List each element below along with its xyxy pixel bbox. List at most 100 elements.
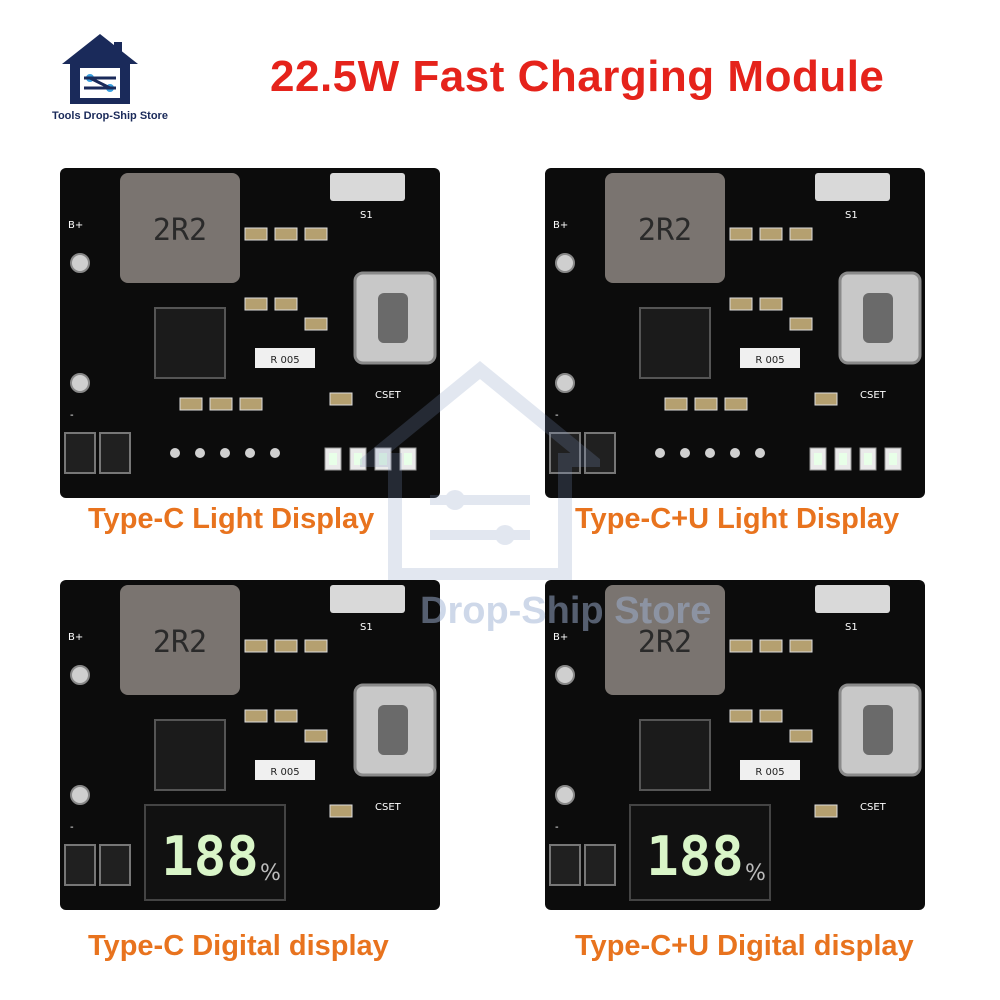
resistor-label: R 005 — [755, 355, 784, 366]
smd-component — [759, 297, 783, 311]
page-title: 22.5W Fast Charging Module — [270, 52, 885, 101]
mosfet — [64, 432, 96, 474]
watermark-logo-icon — [360, 360, 600, 580]
smd-component — [239, 397, 263, 411]
solder-pad — [220, 448, 230, 458]
mount-hole — [555, 253, 575, 273]
resistor-label: R 005 — [270, 767, 299, 778]
status-led-glow — [839, 453, 847, 465]
smd-component — [724, 397, 748, 411]
usb-c-opening — [863, 293, 893, 343]
solder-pad — [270, 448, 280, 458]
digital-display — [144, 804, 286, 901]
smd-component — [729, 639, 753, 653]
sense-resistor — [255, 348, 315, 368]
status-led-glow — [354, 453, 362, 465]
status-led-glow — [864, 453, 872, 465]
watermark-text: Drop-Ship Store — [420, 590, 712, 632]
controller-ic — [154, 307, 226, 379]
mosfet — [549, 432, 581, 474]
smd-component — [759, 227, 783, 241]
smd-component — [814, 392, 838, 406]
mosfet — [99, 432, 131, 474]
mount-hole — [555, 373, 575, 393]
smd-component — [304, 317, 328, 331]
smd-component — [244, 709, 268, 723]
mosfet — [64, 844, 96, 886]
house-circuit-icon — [62, 34, 138, 104]
slide-switch — [330, 173, 405, 201]
solder-pad — [655, 448, 665, 458]
smd-component — [729, 709, 753, 723]
smd-component — [789, 729, 813, 743]
smd-component — [274, 297, 298, 311]
minus-label: - — [70, 822, 74, 833]
controller-ic — [639, 307, 711, 379]
mount-hole — [70, 373, 90, 393]
mosfet — [549, 844, 581, 886]
slide-switch — [815, 173, 890, 201]
resistor-label: R 005 — [270, 355, 299, 366]
solder-pad — [245, 448, 255, 458]
status-led-glow — [889, 453, 897, 465]
inductor-label: 2R2 — [638, 213, 692, 248]
controller-ic — [154, 719, 226, 791]
digital-display — [629, 804, 771, 901]
mosfet — [584, 432, 616, 474]
smd-component — [729, 297, 753, 311]
mount-hole — [70, 665, 90, 685]
usb-c-opening — [378, 293, 408, 343]
variant-caption: Type-C Light Display — [88, 503, 375, 535]
mount-hole — [70, 253, 90, 273]
variant-caption: Type-C+U Light Display — [575, 503, 900, 535]
smd-component — [304, 227, 328, 241]
sense-resistor — [255, 760, 315, 780]
smd-component — [759, 639, 783, 653]
display-percent: % — [745, 861, 766, 886]
display-digits: 188 — [161, 825, 259, 888]
inductor — [120, 173, 240, 283]
smd-component — [694, 397, 718, 411]
minus-label: - — [70, 410, 74, 421]
mount-hole — [555, 785, 575, 805]
store-name: Tools Drop-Ship Store — [52, 110, 168, 122]
smd-component — [729, 227, 753, 241]
mount-hole — [555, 665, 575, 685]
smd-component — [274, 227, 298, 241]
display-digits: 188 — [646, 825, 744, 888]
smd-component — [304, 639, 328, 653]
inductor-label: 2R2 — [153, 625, 207, 660]
smd-component — [179, 397, 203, 411]
inductor — [605, 585, 725, 695]
status-led-glow — [329, 453, 337, 465]
solder-pad — [170, 448, 180, 458]
status-led-glow — [814, 453, 822, 465]
cset-label: CSET — [375, 390, 402, 401]
solder-pad — [730, 448, 740, 458]
mount-hole — [70, 785, 90, 805]
b-plus-label: B+ — [68, 632, 83, 643]
resistor-label: R 005 — [755, 767, 784, 778]
store-logo: Tools Drop-Ship Store — [30, 28, 180, 128]
smd-component — [274, 709, 298, 723]
status-led-glow — [379, 453, 387, 465]
smd-component — [244, 639, 268, 653]
sense-resistor — [740, 760, 800, 780]
smd-component — [664, 397, 688, 411]
usb-c-opening — [378, 705, 408, 755]
solder-pad — [705, 448, 715, 458]
cset-label: CSET — [860, 802, 887, 813]
status-led-glow — [404, 453, 412, 465]
smd-component — [274, 639, 298, 653]
smd-component — [244, 227, 268, 241]
smd-component — [789, 317, 813, 331]
smd-component — [814, 804, 838, 818]
solder-pad — [680, 448, 690, 458]
smd-component — [329, 804, 353, 818]
mosfet — [99, 844, 131, 886]
display-percent: % — [260, 861, 281, 886]
solder-pad — [195, 448, 205, 458]
solder-pad — [755, 448, 765, 458]
